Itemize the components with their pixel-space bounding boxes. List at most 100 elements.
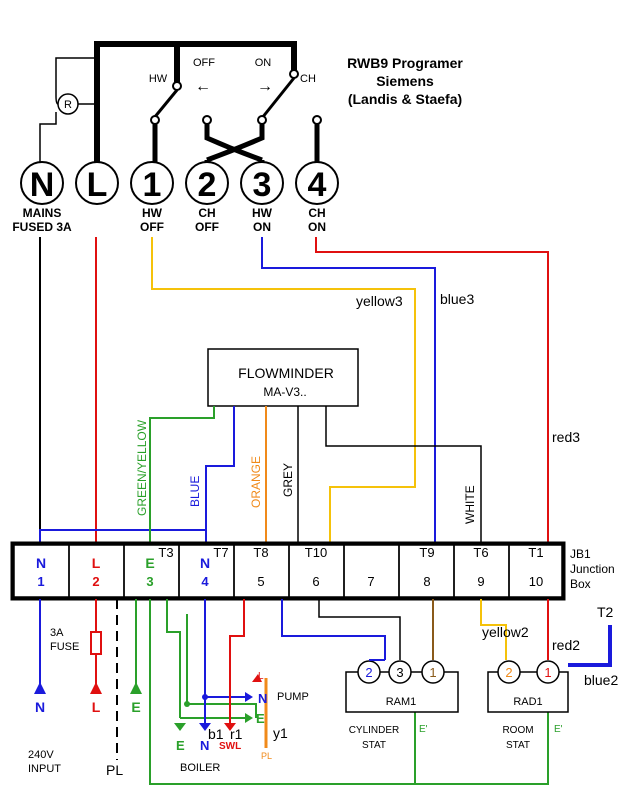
terminal-1-label-bottom: OFF <box>140 220 164 234</box>
svg-text:T3: T3 <box>158 545 173 560</box>
rad1-e-label: E' <box>554 724 563 735</box>
terminal-3-label-top: HW <box>252 206 273 220</box>
svg-text:T9: T9 <box>419 545 434 560</box>
terminal-2-label-bottom: OFF <box>195 220 219 234</box>
label-white: WHITE <box>463 485 477 524</box>
svg-text:2: 2 <box>505 665 512 680</box>
label-t2: T2 <box>597 604 614 620</box>
title-line-2: Siemens <box>376 73 434 89</box>
jb-cell-10: T1 10 <box>508 544 563 598</box>
wire-blue3 <box>261 237 436 543</box>
svg-text:2: 2 <box>365 665 372 680</box>
label-green-yellow: GREEN/YELLOW <box>135 419 149 516</box>
supply-l-label: L <box>92 699 101 715</box>
boiler-arrows <box>174 674 262 731</box>
label-yellow3: yellow3 <box>356 293 403 309</box>
terminal-n: N <box>20 161 64 205</box>
svg-text:9: 9 <box>477 574 484 589</box>
pump-e-label: E <box>256 711 265 726</box>
switch-off-label: OFF <box>193 57 215 69</box>
ram1-label: RAM1 <box>386 696 417 708</box>
terminal-1-label-top: HW <box>142 206 163 220</box>
rad1-terminal-1: 1 <box>536 660 560 684</box>
rad1-terminal-2: 2 <box>497 660 521 684</box>
label-blue3: blue3 <box>440 291 474 307</box>
terminal-3: 3 <box>240 161 284 205</box>
svg-text:2: 2 <box>198 166 217 204</box>
fuse-label-2: FUSE <box>50 641 79 653</box>
terminal-l: L <box>75 161 119 205</box>
jb-label-3: Box <box>570 577 591 591</box>
wire-green-yellow <box>149 406 215 543</box>
svg-text:10: 10 <box>529 574 543 589</box>
svg-text:3: 3 <box>146 574 153 589</box>
terminal-4-label-bottom: ON <box>308 220 326 234</box>
label-red2: red2 <box>552 637 580 653</box>
input-label-1: 240V <box>28 749 54 761</box>
motor-r-label: R <box>64 99 72 111</box>
svg-text:5: 5 <box>257 574 264 589</box>
programmer-terminals: N L 1 2 3 4 <box>20 161 339 205</box>
svg-text:1: 1 <box>544 665 551 680</box>
ram1-terminal-2: 2 <box>357 660 381 684</box>
svg-text:7: 7 <box>367 574 374 589</box>
svg-text:6: 6 <box>312 574 319 589</box>
rad1-stat-label-1: ROOM <box>502 725 533 736</box>
svg-text:4: 4 <box>201 574 209 589</box>
label-yellow2: yellow2 <box>482 624 529 640</box>
svg-text:E: E <box>145 555 154 571</box>
jb-label-1: JB1 <box>570 547 591 561</box>
terminal-1: 1 <box>130 161 174 205</box>
supply-e-label: E <box>131 699 140 715</box>
terminal-n-label-top: MAINS <box>23 206 62 220</box>
swl-label: SWL <box>219 741 241 752</box>
terminal-n-label-bottom: FUSED 3A <box>12 220 72 234</box>
label-orange: ORANGE <box>249 456 263 508</box>
ram1-e-label: E' <box>419 724 428 735</box>
flowminder-title: FLOWMINDER <box>238 365 334 381</box>
input-label-2: INPUT <box>28 763 61 775</box>
title-line-1: RWB9 Programer <box>347 55 463 71</box>
terminal-4-label-top: CH <box>308 206 325 220</box>
pl-label: PL <box>106 762 123 778</box>
switch-on-label: ON <box>255 57 272 69</box>
supply-wiring <box>39 599 137 760</box>
programmer-switches <box>39 41 322 180</box>
terminal-3-label-bottom: ON <box>253 220 271 234</box>
svg-text:T7: T7 <box>213 545 228 560</box>
pump-label: PUMP <box>277 691 309 703</box>
rad1-room-stat: 2 1 RAD1 <box>487 660 569 713</box>
svg-text:T10: T10 <box>305 545 327 560</box>
title-line-3: (Landis & Staefa) <box>348 91 462 107</box>
wire-white <box>325 406 482 543</box>
rad1-label: RAD1 <box>513 696 542 708</box>
svg-text:N: N <box>36 555 46 571</box>
svg-text:3: 3 <box>396 665 403 680</box>
terminal-4: 4 <box>295 161 339 205</box>
pl-boiler-label: PL <box>261 751 272 761</box>
svg-text:T8: T8 <box>253 545 268 560</box>
arrow-left-icon: ← <box>195 78 211 95</box>
svg-text:8: 8 <box>423 574 430 589</box>
label-red3: red3 <box>552 429 580 445</box>
wire-yellow3 <box>151 237 416 543</box>
wire-blue <box>205 406 235 543</box>
label-grey: GREY <box>281 463 295 497</box>
arrow-right-icon: → <box>257 78 273 95</box>
switch-hw-label: HW <box>149 73 168 85</box>
boiler-label: BOILER <box>180 762 220 774</box>
programmer-wires <box>39 237 549 543</box>
b1-label: b1 <box>208 726 224 742</box>
flowminder-unit: FLOWMINDER MA-V3.. <box>207 348 359 407</box>
svg-text:3: 3 <box>253 166 272 204</box>
terminal-2: 2 <box>185 161 229 205</box>
rad1-stat-label-2: STAT <box>506 740 530 751</box>
pump-l-label: L <box>258 671 264 682</box>
svg-text:L: L <box>92 555 101 571</box>
jb-label-2: Junction <box>570 562 615 576</box>
wire-red3 <box>315 237 549 543</box>
svg-text:L: L <box>87 166 108 204</box>
ram1-terminal-1: 1 <box>421 660 445 684</box>
svg-text:N: N <box>30 166 55 204</box>
